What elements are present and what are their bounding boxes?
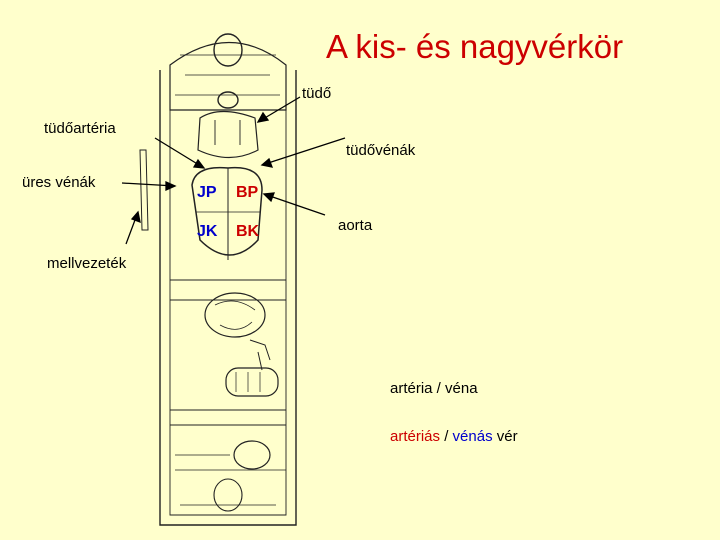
heart <box>191 166 263 256</box>
legend-separator: / <box>440 428 453 445</box>
kidney <box>233 440 271 470</box>
outer-frame <box>159 70 297 526</box>
lymph-branch <box>249 339 271 371</box>
label-thoracic-duct: mellvezeték <box>47 255 127 272</box>
legend-line-vessels: artéria / véna <box>390 380 478 397</box>
page-title: A kis- és nagyvérkör <box>326 28 624 65</box>
legend-arterial: artériás <box>390 428 441 445</box>
liver <box>204 292 266 338</box>
intestine <box>225 367 279 397</box>
label-vena-cava: üres vénák <box>22 174 96 191</box>
chamber-left-atrium: BP <box>236 184 259 201</box>
label-pulmonary-veins: tüdővénák <box>346 142 416 159</box>
chamber-right-atrium: JP <box>197 184 217 201</box>
chamber-right-ventricle: JK <box>197 223 218 240</box>
chamber-left-ventricle: BK <box>236 223 260 240</box>
lung-section <box>169 41 287 111</box>
legend-blood-word: vér <box>492 428 518 445</box>
arrow-aorta <box>263 193 326 216</box>
legend-line-blood: artériás / vénás vér <box>390 429 518 444</box>
legend-venous: vénás <box>452 428 493 445</box>
label-pulmonary-artery: tüdőartéria <box>44 120 116 137</box>
label-aorta: aorta <box>338 217 373 234</box>
vena-cava-tube <box>139 149 149 231</box>
arrow-pulmonary-veins <box>261 137 346 166</box>
label-lung: tüdő <box>302 85 332 102</box>
